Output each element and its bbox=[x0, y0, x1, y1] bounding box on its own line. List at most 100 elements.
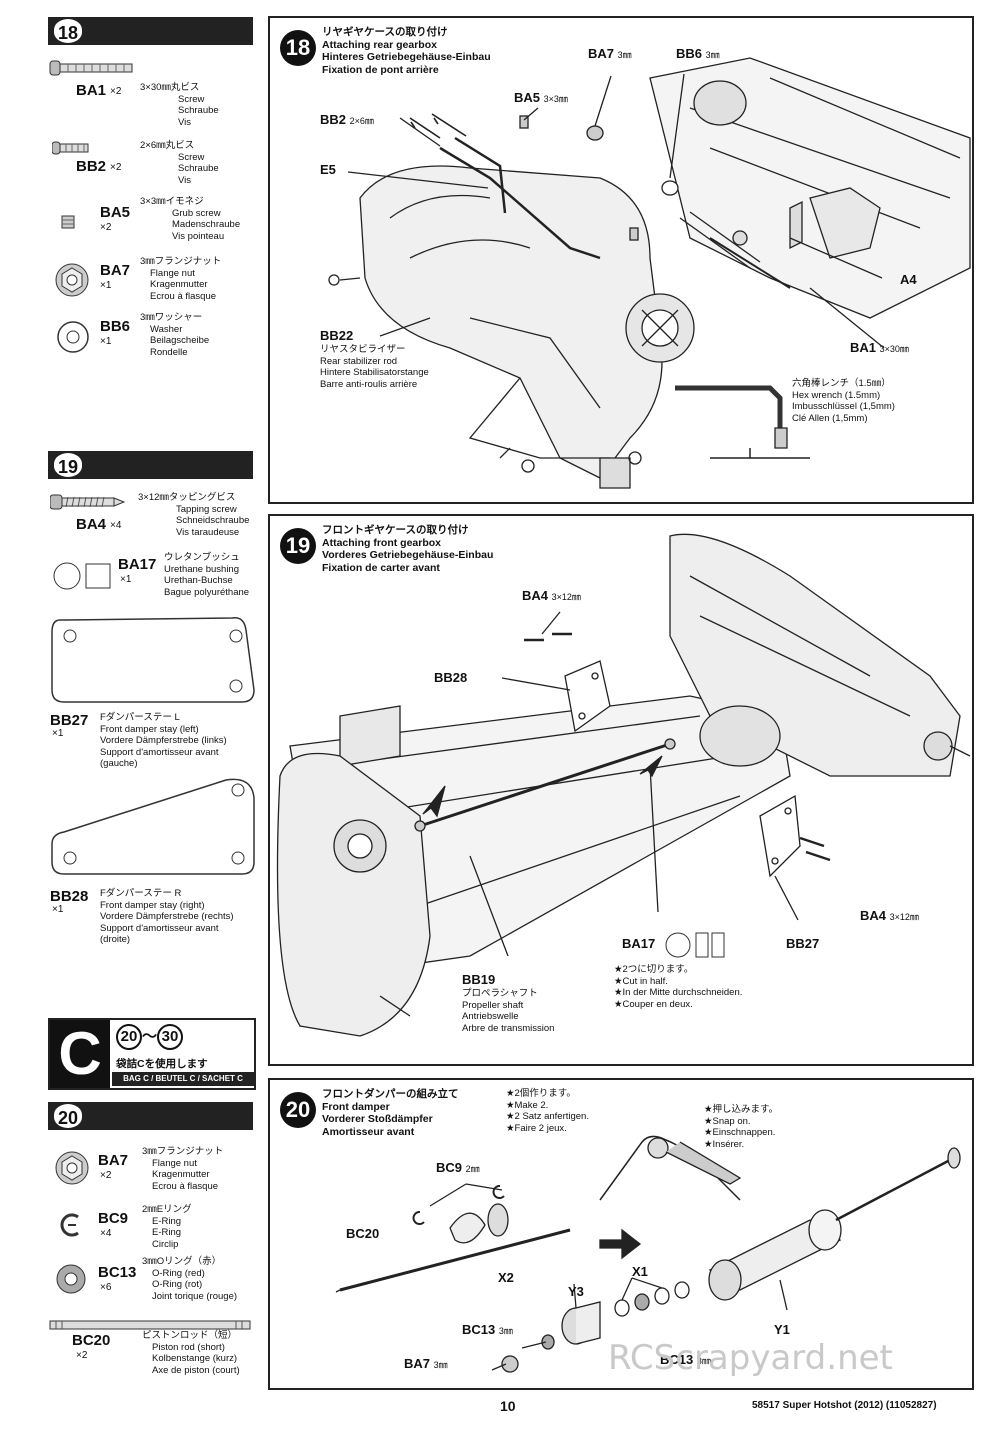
bb22-description: リヤスタビライザー Rear stabilizer rod Hintere St… bbox=[320, 344, 429, 390]
part-desc-en: Grub screw bbox=[172, 207, 221, 219]
e-ring-icon bbox=[60, 1213, 79, 1237]
damper-stay-left-icon bbox=[51, 617, 255, 703]
wrench-note: 六角棒レンチ（1.5㎜） Hex wrench (1.5mm) Imbussch… bbox=[792, 378, 895, 424]
note-en: ★Cut in half. bbox=[614, 975, 668, 987]
part-desc-fr: Joint torique (rouge) bbox=[152, 1290, 238, 1302]
part-desc-de: Vordere Dämpferstrebe (links) bbox=[100, 735, 227, 746]
wrench-en: Hex wrench (1.5mm) bbox=[792, 389, 881, 401]
part-desc-fr-2: (gauche) bbox=[100, 758, 138, 769]
label-size: 3㎜ bbox=[498, 1326, 513, 1336]
part-qty: ×2 bbox=[100, 222, 112, 233]
bag-range: 20～30 bbox=[116, 1024, 184, 1050]
part-qty: ×2 bbox=[110, 86, 122, 97]
label-size: 3㎜ bbox=[705, 50, 720, 60]
product-code: 58517 Super Hotshot (2012) (11052827) bbox=[752, 1400, 937, 1411]
snap-note: ★押し込みます。 ★Snap on. ★Einschnappen. ★Insér… bbox=[704, 1104, 778, 1150]
step-number: 18 bbox=[54, 19, 82, 43]
part-ba7-20: BA7 ×2 3㎜フランジナット Flange nut Kragenmutter… bbox=[48, 1146, 263, 1206]
label-size: 2×6㎜ bbox=[349, 116, 374, 126]
label-ba5: BA5 3×3㎜ bbox=[514, 90, 568, 105]
label-code: BA7 bbox=[404, 1356, 431, 1371]
label-bb27: BB27 bbox=[786, 936, 820, 951]
part-desc-fr: Rondelle bbox=[150, 346, 188, 358]
bushing-cut-icon bbox=[665, 932, 725, 958]
part-desc-en: Flange nut bbox=[152, 1157, 197, 1169]
note-de: ★Einschnappen. bbox=[704, 1127, 776, 1138]
part-desc-de: Vordere Dämpferstrebe (rechts) bbox=[100, 911, 234, 922]
part-code: BB27 bbox=[50, 712, 89, 729]
part-desc-en: Tapping screw bbox=[176, 503, 237, 515]
part-qty: ×1 bbox=[120, 574, 132, 585]
label-code: BC13 bbox=[660, 1352, 694, 1367]
label-bb19: BB19 bbox=[462, 972, 496, 987]
step-number: 20 bbox=[54, 1104, 82, 1128]
step-19-header: 19 bbox=[48, 451, 253, 479]
part-size: ウレタンブッシュ bbox=[164, 552, 240, 563]
label-e5: E5 bbox=[320, 162, 336, 177]
part-size: 3㎜ワッシャー bbox=[140, 312, 203, 323]
part-size: 3×12㎜タッピングビス bbox=[138, 492, 236, 503]
label-x2: X2 bbox=[498, 1270, 514, 1285]
part-code: BA7 bbox=[100, 262, 131, 279]
flange-nut-icon bbox=[55, 263, 89, 297]
part-desc-de: Kragenmutter bbox=[152, 1169, 210, 1180]
part-desc-de: Schraube bbox=[178, 105, 219, 116]
wrench-jp: 六角棒レンチ（1.5㎜） bbox=[792, 378, 891, 389]
note-jp: ★押し込みます。 bbox=[704, 1104, 779, 1115]
part-desc-de: Madenschraube bbox=[172, 219, 241, 230]
part-code: BA17 bbox=[118, 556, 157, 573]
part-bc9: BC9 ×4 2㎜Eリング E-Ring E-Ring Circlip bbox=[48, 1204, 263, 1264]
part-desc-de: Schraube bbox=[178, 163, 219, 174]
part-desc-fr: Support d'amortisseur avant bbox=[100, 922, 219, 934]
label-size: 3×12㎜ bbox=[889, 912, 919, 922]
part-desc-de: Schneidschraube bbox=[176, 515, 250, 526]
part-bb27: BB27 ×1 Fダンパーステー L Front damper stay (le… bbox=[48, 710, 263, 776]
label-size: 3×3㎜ bbox=[543, 94, 568, 104]
title-en: Front damper bbox=[322, 1100, 390, 1113]
label-bb6: BB6 3㎜ bbox=[676, 46, 720, 61]
wrench-fr: Clé Allen (1,5mm) bbox=[792, 412, 868, 424]
part-desc-en: Piston rod (short) bbox=[152, 1341, 225, 1353]
part-desc-en: Front damper stay (left) bbox=[100, 723, 199, 735]
part-code: BA5 bbox=[100, 204, 131, 221]
bag-jp: 袋詰Cを使用します bbox=[116, 1058, 208, 1070]
step-number: 19 bbox=[280, 528, 316, 564]
tapping-screw-icon bbox=[50, 494, 126, 510]
step-title: リヤギヤケースの取り付け Attaching rear gearbox Hint… bbox=[322, 26, 491, 76]
step-20-header: 20 bbox=[48, 1102, 253, 1130]
label-bb22: BB22 bbox=[320, 328, 354, 343]
flange-nut-icon bbox=[55, 1151, 89, 1185]
part-size: 3×3㎜イモネジ bbox=[140, 196, 204, 207]
bag-range-sep: ～ bbox=[142, 1028, 158, 1045]
label-bb2: BB2 2×6㎜ bbox=[320, 112, 374, 127]
title-de: Vorderes Getriebegehäuse-Einbau bbox=[322, 549, 494, 561]
part-size: ピストンロッド（短） bbox=[142, 1330, 238, 1341]
label-bb28: BB28 bbox=[434, 670, 468, 685]
label-size: 3×12㎜ bbox=[551, 592, 581, 602]
part-qty: ×1 bbox=[52, 904, 64, 915]
part-desc-en: Screw bbox=[178, 151, 205, 163]
screw-short-icon bbox=[52, 141, 89, 155]
part-desc-en: Flange nut bbox=[150, 267, 195, 279]
screw-long-icon bbox=[49, 60, 133, 76]
desc-de: Antriebswelle bbox=[462, 1011, 519, 1022]
note-fr: ★Couper en deux. bbox=[614, 998, 693, 1010]
note-fr: ★Faire 2 jeux. bbox=[506, 1122, 567, 1134]
part-desc-fr: Vis pointeau bbox=[172, 230, 225, 242]
note-fr: ★Insérer. bbox=[704, 1138, 745, 1150]
label-ba4-top: BA4 3×12㎜ bbox=[522, 588, 581, 603]
part-ba4: BA4 ×4 3×12㎜タッピングビス Tapping screw Schnei… bbox=[48, 490, 263, 550]
label-size: 2㎜ bbox=[465, 1164, 480, 1174]
part-desc-fr-2: (droite) bbox=[100, 934, 131, 945]
part-desc-fr: Circlip bbox=[152, 1238, 179, 1250]
bag-range-start: 20 bbox=[116, 1024, 142, 1050]
part-desc-fr: Axe de piston (court) bbox=[152, 1364, 240, 1376]
part-size: Fダンパーステー L bbox=[100, 712, 180, 723]
label-x1: X1 bbox=[632, 1264, 648, 1279]
label-y3: Y3 bbox=[568, 1284, 584, 1299]
part-desc-en: E-Ring bbox=[152, 1215, 182, 1227]
part-desc-fr: Ecrou à flasque bbox=[152, 1180, 219, 1192]
label-size: 3㎜ bbox=[696, 1356, 711, 1366]
part-desc-de: E-Ring bbox=[152, 1227, 182, 1238]
part-desc-fr: Vis taraudeuse bbox=[176, 526, 240, 538]
